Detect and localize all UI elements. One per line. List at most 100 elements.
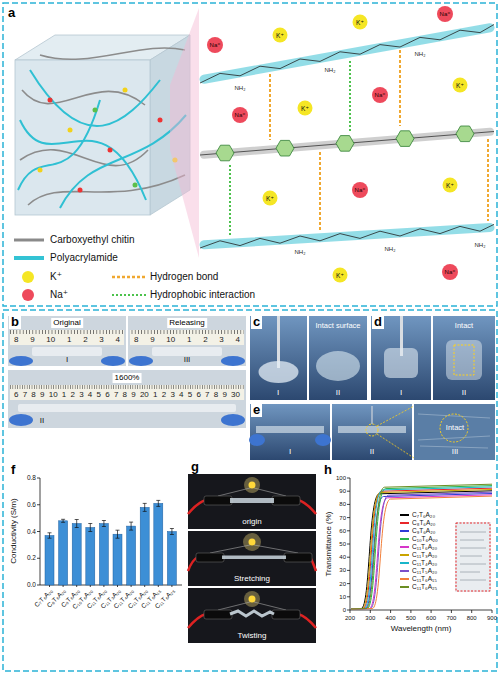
circuit-photo [204, 496, 232, 505]
puncture-photo [377, 434, 414, 458]
inset-photo [460, 564, 486, 565]
chitin-chain [396, 131, 414, 147]
inset-photo [460, 556, 482, 557]
axis-tick: 60 [339, 528, 346, 534]
ion-marker: K⁺ [263, 191, 278, 206]
hydrogel-cube [158, 118, 163, 123]
axis-tick: 40 [339, 554, 346, 560]
ruler-scale: 8 9 10 1 2 3 4 [134, 336, 240, 344]
puncture-photo [249, 434, 265, 446]
magnifier-cone [170, 8, 199, 258]
ion-marker: Na⁺ [352, 182, 368, 198]
stretch-photo [101, 356, 125, 366]
legend-swatch [22, 271, 34, 283]
hydrogen-bond-line [270, 50, 488, 231]
bar-chart [45, 503, 176, 585]
transmittance-chart [347, 478, 492, 613]
stretch-photo [10, 330, 124, 345]
stretch-photo [10, 330, 124, 345]
circuit-photo [196, 553, 224, 562]
panel-frame [3, 3, 497, 671]
circuit-photo [218, 488, 250, 496]
circuit-photo [254, 545, 298, 553]
puncture-photo [446, 340, 482, 380]
legend-text: Polyacrylamide [50, 253, 118, 263]
axis-tick: 10 [339, 594, 346, 600]
axis-tick: 0.0 [27, 582, 36, 589]
legend-text: C₁₁T₆A₂₅ [412, 584, 437, 591]
puncture-photo [414, 404, 495, 460]
photo-panel: Stretching [188, 531, 316, 586]
panel-caption: III [452, 448, 459, 456]
puncture-photo [277, 316, 280, 368]
panel-caption: I [289, 448, 291, 456]
stretch-photo [221, 414, 245, 426]
spectrum-curve [351, 496, 492, 609]
panel-caption: Intact [446, 424, 464, 432]
puncture-photo [332, 404, 412, 460]
panel-letter: g [189, 459, 201, 474]
ion-marker: Na⁺ [442, 264, 458, 280]
hydrogel-cube [68, 128, 73, 133]
panel-letter: e [251, 402, 262, 417]
axis-tick: 100 [336, 475, 346, 481]
transmittance-chart [350, 610, 492, 613]
photo-panel: II [332, 404, 412, 460]
axis-tick: 200 [345, 615, 355, 621]
panel-letter: f [9, 462, 17, 477]
panel-letter: c [251, 314, 262, 329]
ion-marker: Na⁺ [372, 87, 388, 103]
circuit-photo [272, 496, 300, 505]
puncture-photo [249, 316, 495, 460]
ion-marker: K⁺ [353, 15, 368, 30]
ion-marker: Na⁺ [232, 107, 248, 123]
hydrogel-cube [123, 88, 128, 93]
stretch-photo [152, 347, 222, 356]
amide-group: NH₂ [415, 51, 426, 57]
circuit-photo [188, 614, 206, 628]
legend-text: C₇T₆A₂₀ [412, 512, 435, 519]
circuit-photo [244, 477, 260, 493]
puncture-photo [309, 316, 367, 400]
legend-text: Na⁺ [50, 290, 68, 300]
hydrogel-cube [93, 108, 138, 188]
hydrogel-cube [22, 90, 145, 105]
hydrogel-cube [28, 175, 185, 205]
axis-tick: 500 [406, 615, 416, 621]
bar-chart [37, 478, 40, 585]
stretch-photo [128, 316, 246, 366]
axis-title: Transmittance (%) [325, 511, 333, 576]
hydrogen-bond-line [487, 139, 489, 221]
amide-group: NH₂ [295, 249, 306, 255]
circuit-photo [249, 539, 256, 546]
circuit-photo [249, 596, 256, 603]
inset-photo [455, 522, 491, 592]
photo-panel: Intact surfaceII [309, 316, 367, 400]
circuit-photo [210, 545, 250, 553]
circuit-photo [249, 482, 256, 489]
panel-caption: Twisting [238, 632, 267, 640]
stretch-photo [8, 316, 246, 428]
legend-line-sample [400, 562, 409, 564]
hydrogel-cube [40, 48, 185, 59]
puncture-photo [259, 361, 299, 383]
chitin-chain [456, 126, 474, 142]
hydrogel-cube [93, 108, 98, 113]
chitin-chain [200, 126, 494, 161]
legend-line-sample [112, 294, 146, 296]
axis-tick: 50 [339, 541, 346, 547]
puncture-photo [440, 414, 468, 442]
polyacrylamide-chain [200, 25, 494, 84]
puncture-photo [384, 348, 418, 378]
amide-group: NH₂ [325, 67, 336, 73]
panel-caption: Original [51, 318, 83, 328]
polyacrylamide-chain [200, 25, 494, 249]
circuit-photo [188, 474, 316, 643]
legend-line-sample [400, 522, 409, 524]
stretch-photo [8, 370, 246, 428]
chitin-chain [200, 132, 494, 156]
circuit-photo [298, 500, 316, 514]
hydrogen-bond-line [269, 74, 271, 140]
puncture-photo [454, 345, 474, 375]
